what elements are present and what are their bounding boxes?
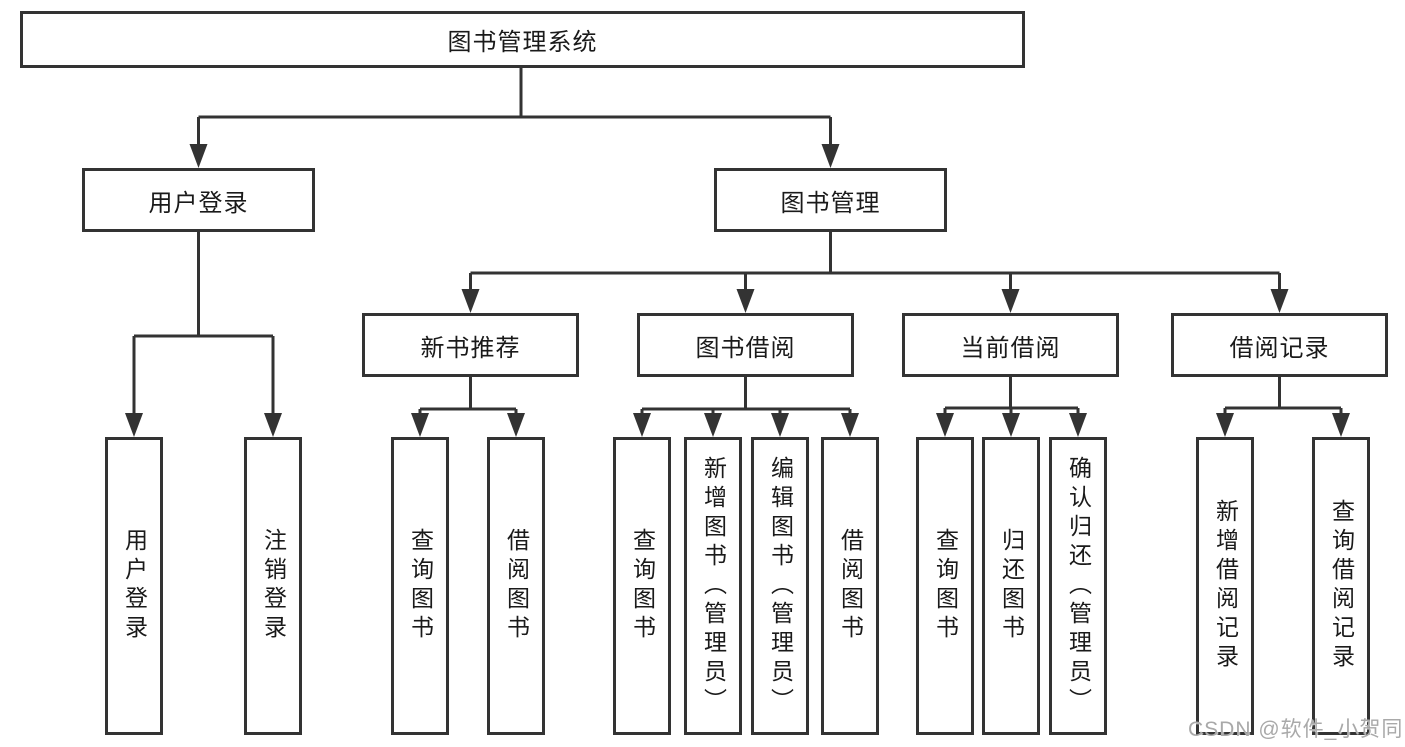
leaf-cb-query-books: 查询图书 (916, 437, 974, 735)
connector-current-borrow-to-leaves (936, 377, 1087, 437)
node-book-borrow-label: 图书借阅 (695, 334, 796, 362)
leaf-bb-borrow-books: 借阅图书 (821, 437, 879, 735)
leaf-rec-query-books-label: 查询图书 (407, 528, 434, 644)
node-new-book-rec-label: 新书推荐 (420, 334, 521, 362)
leaf-bb-add-books-admin: 新增图书（管理员） (684, 437, 742, 735)
node-borrow-records: 借阅记录 (1171, 313, 1388, 377)
leaf-cb-return-books-label: 归还图书 (998, 528, 1025, 644)
leaf-bb-query-books: 查询图书 (613, 437, 671, 735)
leaf-br-query-record-label: 查询借阅记录 (1328, 499, 1355, 673)
leaf-bb-borrow-books-label: 借阅图书 (837, 528, 864, 644)
leaf-rec-borrow-books: 借阅图书 (487, 437, 545, 735)
node-borrow-records-label: 借阅记录 (1229, 334, 1330, 362)
node-current-borrow-label: 当前借阅 (960, 334, 1061, 362)
node-book-borrow: 图书借阅 (637, 313, 854, 377)
leaf-rec-borrow-books-label: 借阅图书 (503, 528, 530, 644)
connector-root-to-level2 (189, 68, 840, 168)
node-new-book-rec: 新书推荐 (362, 313, 579, 377)
node-user-login: 用户登录 (82, 168, 315, 232)
csdn-watermark: CSDN @软件_小贺同学 (1188, 718, 1404, 741)
connector-book-mgmt-to-level3 (461, 232, 1289, 313)
leaf-bb-edit-books-admin-label: 编辑图书（管理员） (767, 455, 794, 717)
leaf-br-add-record: 新增借阅记录 (1196, 437, 1254, 735)
leaf-bb-add-books-admin-label: 新增图书（管理员） (700, 455, 727, 717)
node-book-mgmt: 图书管理 (714, 168, 947, 232)
leaf-rec-query-books: 查询图书 (391, 437, 449, 735)
leaf-cb-query-books-label: 查询图书 (932, 528, 959, 644)
leaf-bb-query-books-label: 查询图书 (629, 528, 656, 644)
node-root-label: 图书管理系统 (447, 29, 598, 56)
leaf-cb-confirm-return-admin-label: 确认归还（管理员） (1065, 455, 1092, 717)
connector-book-borrow-to-leaves (633, 377, 859, 437)
leaf-br-query-record: 查询借阅记录 (1312, 437, 1370, 735)
leaf-user-login-label: 用户登录 (121, 528, 148, 644)
connector-user-login-to-leaves (125, 232, 282, 437)
node-book-mgmt-label: 图书管理 (780, 189, 881, 217)
node-root: 图书管理系统 (20, 11, 1025, 68)
node-current-borrow: 当前借阅 (902, 313, 1119, 377)
connector-new-book-rec-to-leaves (411, 377, 525, 437)
leaf-logout-label: 注销登录 (260, 528, 287, 644)
leaf-bb-edit-books-admin: 编辑图书（管理员） (751, 437, 809, 735)
connector-borrow-records-to-leaves (1216, 377, 1350, 437)
leaf-user-login: 用户登录 (105, 437, 163, 735)
leaf-logout: 注销登录 (244, 437, 302, 735)
leaf-cb-confirm-return-admin: 确认归还（管理员） (1049, 437, 1107, 735)
node-user-login-label: 用户登录 (148, 189, 249, 217)
leaf-cb-return-books: 归还图书 (982, 437, 1040, 735)
leaf-br-add-record-label: 新增借阅记录 (1212, 499, 1239, 673)
